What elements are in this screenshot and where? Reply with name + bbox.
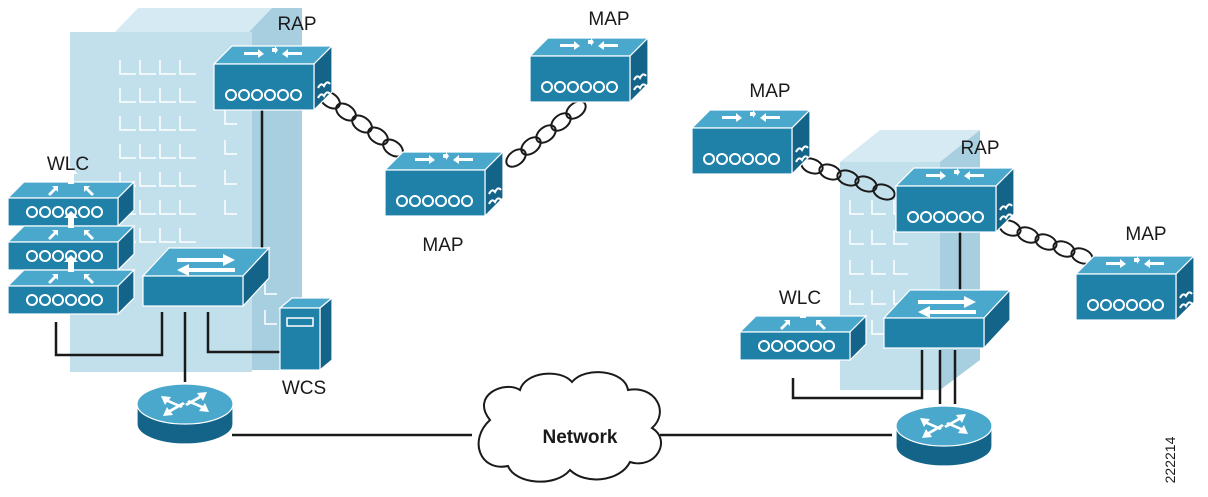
figure-id: 222214 [1162, 436, 1178, 483]
link-wlc-switch-left [54, 312, 164, 357]
map-right-top-device [691, 109, 811, 175]
map-mid-label: MAP [422, 235, 463, 256]
map-top-device [529, 37, 649, 103]
wireless-link-rap-right-map-right [998, 219, 1094, 265]
network-cloud: Network [477, 371, 662, 483]
router-right-device [895, 405, 993, 467]
wlc-left-label: WLC [47, 154, 89, 175]
switch-left-device [142, 247, 270, 307]
router-left-device [136, 383, 234, 445]
wcs-server-device [279, 297, 333, 371]
link-switch-wcs [206, 312, 282, 354]
wlc-right-label: WLC [779, 288, 821, 309]
wireless-link-map-mid-map-top [505, 100, 587, 168]
wireless-link-rap-map-mid [319, 90, 404, 158]
rap-left-label: RAP [277, 14, 316, 35]
rap-left-device [213, 45, 333, 111]
map-mid-device [384, 151, 504, 217]
map-right-top-label: MAP [749, 81, 790, 102]
wcs-label: WCS [282, 378, 326, 399]
wireless-link-map-right-top-rap-right [800, 157, 896, 201]
map-right-label: MAP [1125, 224, 1166, 245]
switch-right-device [883, 289, 1011, 349]
rap-right-label: RAP [960, 138, 999, 159]
map-right-device [1075, 255, 1195, 321]
network-label: Network [543, 427, 618, 448]
link-wlc-switch-right [791, 350, 924, 400]
rap-right-device [895, 167, 1015, 233]
map-top-label: MAP [588, 9, 629, 30]
wired-links [54, 110, 962, 437]
